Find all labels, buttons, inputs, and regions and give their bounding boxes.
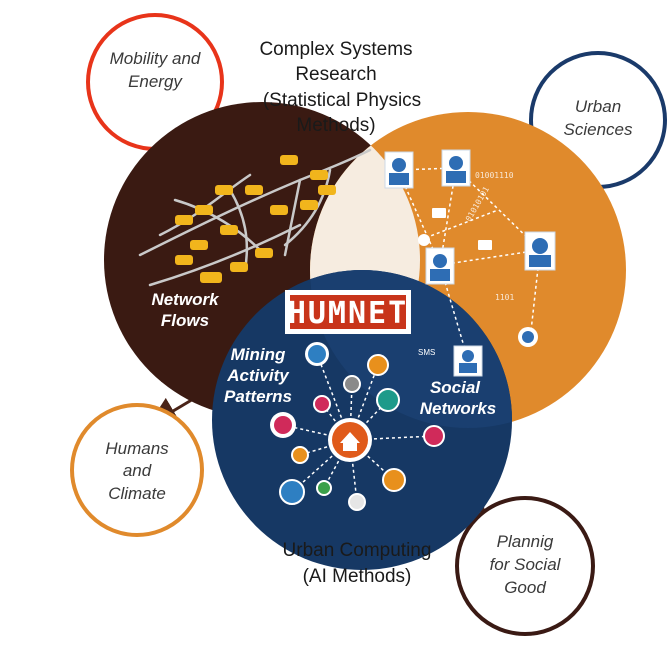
humans-climate-label: Humans and Climate [105, 439, 169, 503]
tree-icon [316, 480, 332, 496]
svg-text:for Social: for Social [490, 555, 562, 574]
svg-text:Good: Good [504, 578, 546, 597]
humans-climate-circle [70, 403, 204, 537]
svg-text:Mining: Mining [231, 345, 286, 364]
sms-tag: SMS [418, 348, 435, 357]
binary-text-c: 1101 [495, 293, 514, 302]
chat-icon [348, 493, 366, 511]
svg-text:Social: Social [430, 378, 481, 397]
road-network [138, 148, 372, 287]
svg-text:(AI Methods): (AI Methods) [303, 566, 412, 587]
svg-text:Methods): Methods) [296, 115, 375, 136]
plane-icon [382, 468, 406, 492]
taxi-icon [423, 425, 445, 447]
network-flows-label: Network Flows [151, 290, 220, 330]
urban-computing-heading: Urban Computing (AI Methods) [283, 540, 432, 587]
person-avatar-icons [384, 149, 556, 377]
svg-text:Urban: Urban [575, 97, 621, 116]
social-good-label: Plannig for Social Good [490, 532, 562, 597]
activity-icons [270, 342, 445, 511]
svg-text:Humans: Humans [105, 439, 169, 458]
mining-activity-label: Mining Activity Patterns [224, 345, 292, 406]
svg-text:Urban Computing: Urban Computing [283, 540, 432, 561]
svg-text:Networks: Networks [420, 399, 497, 418]
umbrella-icon [376, 388, 400, 412]
svg-text:Network: Network [151, 290, 220, 309]
social-networks-label: Social Networks [420, 378, 497, 418]
beach-icon [279, 479, 305, 505]
svg-text:Energy: Energy [128, 72, 183, 91]
svg-text:HUMNET: HUMNET [288, 296, 408, 331]
bus-icon [291, 446, 309, 464]
svg-text:Flows: Flows [161, 311, 209, 330]
cart-icon [367, 354, 389, 376]
svg-text:Activity: Activity [226, 366, 290, 385]
mobility-energy-label: Mobility and Energy [110, 49, 201, 91]
svg-text:Research: Research [295, 64, 376, 85]
svg-text:Climate: Climate [108, 484, 166, 503]
humnet-logo: HUMNET [285, 290, 411, 334]
svg-text:Sciences: Sciences [564, 120, 633, 139]
complex-systems-heading: Complex Systems Research (Statistical Ph… [259, 39, 421, 136]
svg-text:Mobility and: Mobility and [110, 49, 201, 68]
social-good-circle [455, 496, 595, 636]
urban-sciences-label: Urban Sciences [564, 97, 633, 139]
car-icons [175, 155, 336, 283]
svg-text:and: and [123, 461, 152, 480]
svg-text:Patterns: Patterns [224, 387, 292, 406]
tools-icon [343, 375, 361, 393]
svg-text:(Statistical Physics: (Statistical Physics [263, 90, 421, 111]
binary-text-a: 01001110 [475, 171, 514, 180]
svg-text:Plannig: Plannig [497, 532, 554, 551]
svg-text:Complex Systems: Complex Systems [259, 39, 412, 60]
car-service-icon [313, 395, 331, 413]
device-icons [418, 208, 538, 347]
